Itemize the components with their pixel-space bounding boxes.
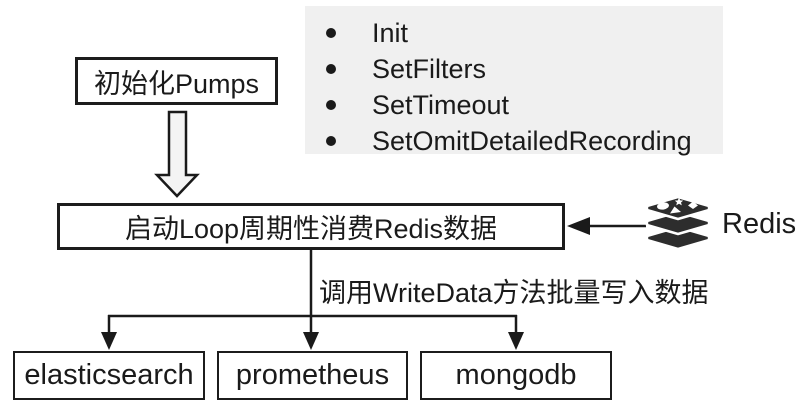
loop-consume-box: 启动Loop周期性消费Redis数据	[57, 203, 565, 250]
list-item: SetTimeout	[305, 87, 723, 123]
bullet-icon	[326, 64, 336, 74]
bullet-icon	[326, 100, 336, 110]
sink-box-elasticsearch: elasticsearch	[13, 351, 205, 400]
sink-label: prometheus	[235, 359, 390, 391]
list-item: Init	[305, 15, 723, 51]
redis-label: Redis	[722, 208, 797, 240]
method-label: SetOmitDetailedRecording	[372, 125, 692, 156]
list-item: SetOmitDetailedRecording	[305, 123, 723, 159]
method-label: SetFilters	[372, 53, 487, 84]
method-label: Init	[372, 17, 409, 48]
sink-box-mongodb: mongodb	[420, 351, 612, 400]
list-item: SetFilters	[305, 51, 723, 87]
bullet-icon	[326, 136, 336, 146]
write-data-label: 调用WriteData方法批量写入数据	[319, 278, 709, 308]
sink-label: mongodb	[455, 359, 577, 391]
init-pumps-box: 初始化Pumps	[75, 57, 278, 105]
loop-consume-label: 启动Loop周期性消费Redis数据	[124, 214, 498, 244]
bullet-icon	[326, 28, 336, 38]
redis-logo-icon	[645, 196, 711, 250]
pump-methods-panel: Init SetFilters SetTimeout SetOmitDetail…	[305, 6, 723, 156]
init-pumps-label: 初始化Pumps	[93, 68, 260, 99]
sink-label: elasticsearch	[24, 359, 194, 391]
method-label: SetTimeout	[372, 89, 510, 120]
down-block-arrow-icon	[154, 110, 200, 198]
sink-box-prometheus: prometheus	[217, 351, 408, 400]
